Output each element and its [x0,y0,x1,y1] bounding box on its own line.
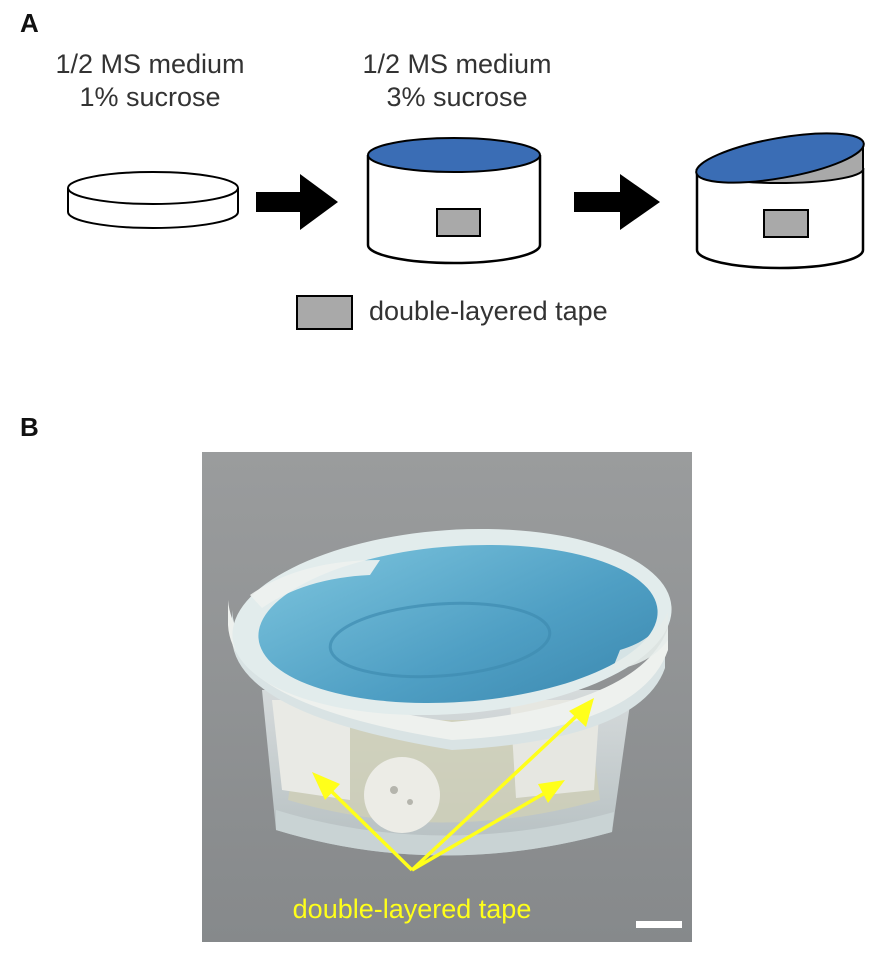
legend-label: double-layered tape [369,296,608,326]
stage2-caption-line1: 1/2 MS medium [362,49,552,79]
tape-left [272,700,350,800]
tape-patch [763,209,809,238]
culture-container-lifted-lid [695,132,865,270]
annotation-label: double-layered tape [293,894,532,924]
stage2-caption-line2: 3% sucrose [386,82,528,112]
process-diagram [67,132,865,330]
annotation-arrows [312,698,594,872]
stage1-caption: 1/2 MS medium 1% sucrose [30,48,270,114]
stage2-caption: 1/2 MS medium 3% sucrose [337,48,577,114]
lifted-blue-lid [695,132,865,184]
stage1-caption-line1: 1/2 MS medium [55,49,245,79]
process-arrow-2 [574,174,660,230]
lid [232,528,672,716]
legend-swatch [296,295,353,330]
tape-center [364,757,440,833]
stage1-caption-line2: 1% sucrose [79,82,221,112]
petri-dish [67,171,239,229]
culture-container [366,137,542,265]
process-arrow-1 [256,174,338,230]
panel-a-label: A [20,8,39,38]
scale-bar [636,921,682,928]
tape-patch [436,208,481,237]
blue-lid [367,137,541,173]
panel-b-label: B [20,412,39,442]
